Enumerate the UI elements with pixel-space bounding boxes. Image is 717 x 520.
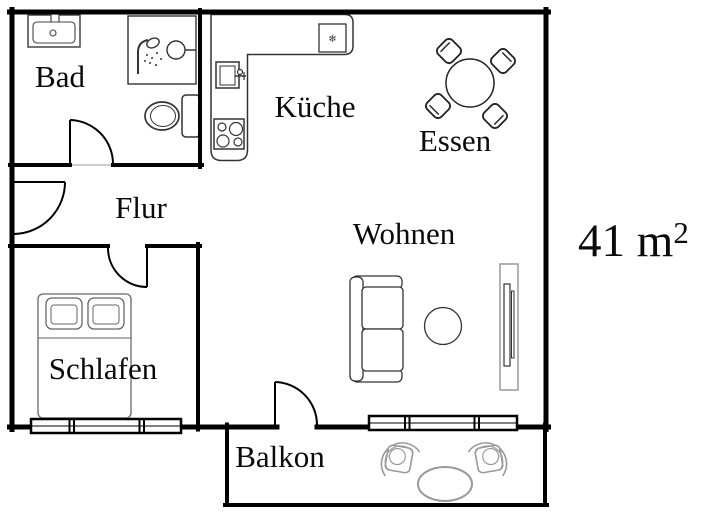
window-schlafen	[29, 417, 183, 435]
pillow-icon	[45, 297, 83, 330]
area-label: 41 m2	[578, 215, 689, 267]
room-label-schlafen: Schlafen	[49, 351, 158, 386]
dining-table-icon	[445, 58, 495, 108]
shower-icon	[127, 15, 197, 85]
entrance-door	[13, 181, 66, 235]
kitchen-sink-icon	[215, 61, 246, 89]
pillow-icon	[87, 297, 125, 330]
room-label-bad: Bad	[35, 59, 85, 94]
sofa-icon	[349, 275, 404, 383]
bathroom-sink-icon	[27, 13, 81, 48]
room-label-flur: Flur	[115, 190, 167, 225]
balcony-table-icon	[417, 466, 473, 502]
freezer-icon: ❄	[318, 23, 347, 53]
window-wohnen	[367, 414, 519, 432]
coffee-table-icon	[423, 306, 463, 346]
dining-set	[422, 35, 519, 132]
balcony-set	[370, 431, 518, 502]
doors	[13, 119, 318, 426]
room-label-balkon: Balkon	[235, 439, 325, 474]
tv-board-icon	[499, 263, 519, 391]
room-label-wohnen: Wohnen	[353, 216, 456, 251]
bad-door	[69, 119, 114, 165]
walls	[7, 7, 551, 507]
stove-icon	[213, 118, 245, 150]
room-label-kueche: Küche	[275, 89, 356, 124]
snowflake-icon: ❄	[328, 34, 336, 45]
area-value: 41 m	[578, 215, 673, 267]
schlafen-door	[107, 247, 148, 288]
toilet-icon	[144, 94, 201, 138]
shower-spray-dots	[144, 52, 162, 66]
kitchen-counter	[210, 13, 354, 162]
room-label-essen: Essen	[419, 123, 492, 158]
balcony-door	[274, 381, 318, 426]
area-superscript: 2	[673, 215, 689, 250]
